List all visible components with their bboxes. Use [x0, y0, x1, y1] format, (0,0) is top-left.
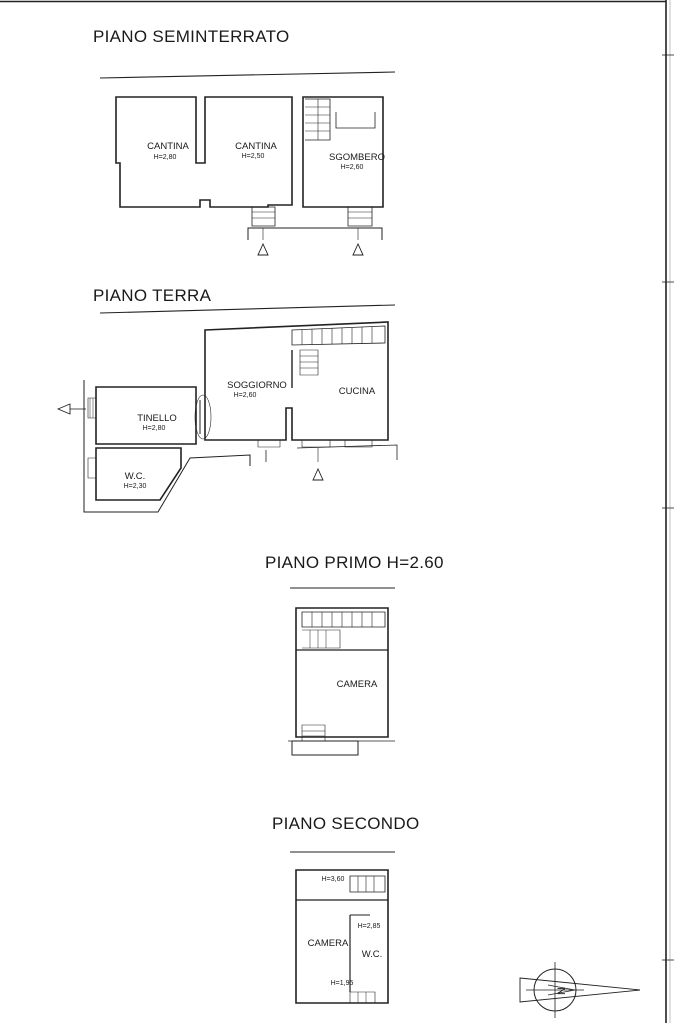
floor-title-terra: PIANO TERRA [93, 286, 212, 305]
room-label-camera-primo: CAMERA [337, 679, 378, 690]
room-height-cantina-2: H=2,50 [242, 153, 265, 160]
room-label-cucina: CUCINA [339, 386, 376, 397]
north-arrow-label: N [556, 987, 568, 995]
primo-plan [288, 607, 395, 756]
secondo-plan [295, 869, 389, 1004]
room-height-sgombero: H=2,60 [341, 164, 364, 171]
floor-title-secondo: PIANO SECONDO [272, 814, 420, 833]
annotation-h-360: H=3,60 [322, 876, 345, 883]
floor-title-primo: PIANO PRIMO H=2.60 [265, 553, 444, 572]
seminterrato-plan [115, 96, 384, 256]
annotation-h-195: H=1,95 [331, 980, 354, 987]
room-label-cantina-1: CANTINA [147, 141, 189, 152]
north-arrow-icon [519, 962, 641, 1018]
room-label-wc-secondo: W.C. [362, 949, 383, 960]
room-height-cantina-1: H=2,80 [154, 154, 177, 161]
floor-title-seminterrato: PIANO SEMINTERRATO [93, 27, 290, 46]
room-label-wc-terra: W.C. [125, 471, 146, 482]
room-label-tinello: TINELLO [137, 413, 177, 424]
room-height-soggiorno: H=2,60 [234, 392, 257, 399]
room-height-wc-secondo: H=2,85 [358, 923, 381, 930]
room-label-camera-secondo: CAMERA [308, 938, 349, 949]
room-label-soggiorno: SOGGIORNO [227, 380, 287, 391]
terra-plan [56, 321, 398, 513]
room-label-cantina-2: CANTINA [235, 141, 277, 152]
room-label-sgombero: SGOMBERO [329, 152, 385, 163]
room-height-wc-terra: H=2,30 [124, 483, 147, 490]
room-height-tinello: H=2,80 [143, 425, 166, 432]
